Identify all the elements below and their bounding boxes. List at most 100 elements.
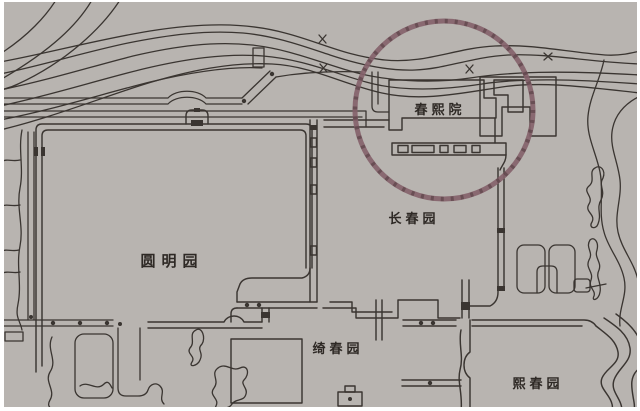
river-line xyxy=(4,63,637,130)
pond-outline xyxy=(217,365,249,407)
compound-outline xyxy=(493,79,524,113)
building xyxy=(453,144,467,154)
gate-mark xyxy=(348,397,352,401)
gate-mark xyxy=(194,108,200,112)
gate-mark xyxy=(269,71,275,77)
stream-line xyxy=(4,204,21,207)
stream-line xyxy=(4,2,56,53)
stream-line xyxy=(16,129,23,331)
sluice-mark-icon xyxy=(543,52,553,61)
gate-mark xyxy=(34,147,38,156)
gate-mark xyxy=(77,320,83,326)
southwest-detail xyxy=(4,129,249,407)
river-line xyxy=(4,66,263,120)
label-yuanmingyuan: 圆明园 xyxy=(140,252,203,270)
gate-symbol xyxy=(309,245,318,256)
gate-mark xyxy=(41,147,45,156)
gate-symbol xyxy=(309,184,318,195)
compound-outline xyxy=(479,76,557,137)
wall-line xyxy=(463,319,471,407)
walled-yard xyxy=(536,265,558,294)
gate-mark xyxy=(427,380,433,386)
gate-mark xyxy=(497,286,505,291)
walled-yard xyxy=(548,244,576,294)
pond-outline xyxy=(188,328,205,367)
wall-line xyxy=(4,319,114,327)
sluice-mark-icon xyxy=(319,63,328,73)
chunxiyuan-compound xyxy=(388,76,557,171)
sluice-mark-icon xyxy=(465,64,474,74)
canal-line xyxy=(371,71,390,113)
gate-mark xyxy=(244,302,250,308)
river-line xyxy=(615,313,637,337)
gate-symbol xyxy=(309,137,318,148)
boundary-line xyxy=(458,329,463,407)
river-line xyxy=(4,54,637,106)
river-line xyxy=(4,43,637,90)
gate-mark xyxy=(104,320,110,326)
boundary-line xyxy=(595,325,619,407)
highlight-circle-texture xyxy=(352,18,536,202)
boundary-line xyxy=(322,299,461,319)
road-line xyxy=(247,76,277,105)
road-line xyxy=(4,110,367,128)
gate-mark xyxy=(461,302,470,310)
building xyxy=(573,278,591,293)
river-line xyxy=(631,369,637,407)
pond-outline xyxy=(74,333,114,399)
river-line xyxy=(603,317,631,407)
building xyxy=(439,144,449,154)
building xyxy=(397,144,409,154)
pond-outline xyxy=(586,166,605,229)
road-line xyxy=(241,70,271,99)
label-xichunyuan: 熙春园 xyxy=(512,376,563,392)
east-features xyxy=(516,59,637,327)
wall-line xyxy=(499,154,507,171)
path-line xyxy=(375,299,383,341)
gate-mark xyxy=(497,228,505,233)
path-line xyxy=(117,327,165,405)
garden-gate xyxy=(344,385,356,393)
road-line xyxy=(27,131,35,321)
wall-line xyxy=(41,129,307,367)
ford-mark xyxy=(585,283,607,289)
north-roads xyxy=(4,70,390,128)
pond-rect xyxy=(230,338,303,404)
river-line xyxy=(4,24,637,62)
label-chunxiyuan: 春熙院 xyxy=(413,102,465,118)
map-paper xyxy=(4,2,637,407)
gate-mark xyxy=(29,315,33,319)
walled-yard xyxy=(516,244,546,294)
gate-mark xyxy=(50,320,56,326)
changchunyuan-walls xyxy=(322,119,505,319)
river-line xyxy=(611,96,637,279)
wall-line xyxy=(461,279,470,319)
stream-line xyxy=(79,381,113,389)
pond-outline xyxy=(587,238,602,301)
wall-line xyxy=(147,315,263,323)
gate-symbol xyxy=(309,157,318,168)
river-lines-top xyxy=(4,2,637,130)
road-line xyxy=(4,90,243,99)
gate-mark xyxy=(256,302,262,308)
gate-mark xyxy=(261,312,270,318)
wall-line xyxy=(230,307,238,323)
qichunyuan-walls xyxy=(147,267,470,407)
gate-mark xyxy=(418,320,424,326)
xichunyuan-walls xyxy=(463,313,637,407)
gate-mark xyxy=(241,98,247,104)
wall-line xyxy=(401,379,462,387)
stream-line xyxy=(47,336,54,407)
wall-line xyxy=(236,267,311,303)
sluice-mark-icon xyxy=(318,34,327,44)
building xyxy=(411,144,435,154)
building xyxy=(4,331,24,342)
pond-outline xyxy=(211,367,219,407)
gate-mark xyxy=(430,320,436,326)
river-line xyxy=(4,31,637,74)
river-line xyxy=(587,59,626,327)
compound-outline xyxy=(388,79,497,131)
wall-line xyxy=(402,319,457,327)
